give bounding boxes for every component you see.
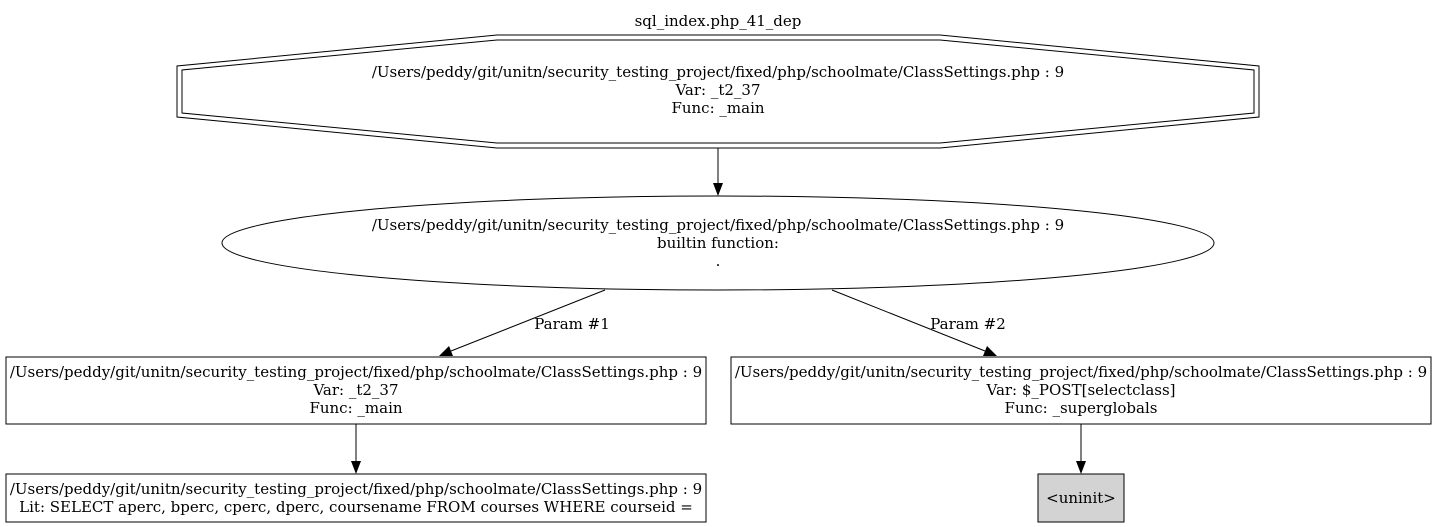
edge-root-to-builtin — [713, 148, 723, 196]
edge-arrowhead — [439, 346, 453, 356]
edge-arrowhead — [1076, 461, 1086, 474]
node-param-2-target-line-1: /Users/peddy/git/unitn/security_testing_… — [735, 363, 1427, 381]
node-param-2-target-line-2: Var: $_POST[selectclass] — [985, 381, 1175, 399]
edge-line — [450, 289, 606, 352]
node-literal[interactable]: /Users/peddy/git/unitn/security_testing_… — [5, 473, 707, 523]
edge-param-2-label: Param #2 — [930, 315, 1006, 333]
node-builtin-line-2: builtin function: — [657, 234, 779, 252]
node-param-1-target[interactable]: /Users/peddy/git/unitn/security_testing_… — [5, 356, 707, 425]
node-uninit[interactable]: <uninit> — [1037, 473, 1125, 523]
node-root[interactable]: /Users/peddy/git/unitn/security_testing_… — [176, 34, 1260, 149]
edge-arrowhead — [351, 461, 361, 474]
node-root-outer-border — [176, 34, 1260, 149]
node-builtin-line-1: /Users/peddy/git/unitn/security_testing_… — [372, 216, 1064, 234]
edge-param-2-target-to-uninit — [1076, 424, 1086, 474]
node-root-line-2: Var: _t2_37 — [674, 81, 760, 99]
node-param-1-target-line-1: /Users/peddy/git/unitn/security_testing_… — [10, 363, 702, 381]
node-param-1-target-line-3: Func: _main — [309, 399, 402, 417]
edge-param-1-label: Param #1 — [534, 315, 610, 333]
edge-arrowhead — [983, 346, 997, 356]
node-root-line-1: /Users/peddy/git/unitn/security_testing_… — [372, 63, 1064, 81]
node-literal-border — [5, 473, 707, 523]
edge-param-2: Param #2 — [831, 289, 1006, 356]
node-builtin-border — [221, 195, 1215, 291]
node-param-2-target[interactable]: /Users/peddy/git/unitn/security_testing_… — [730, 356, 1432, 425]
node-uninit-border — [1037, 473, 1125, 523]
graph-title: sql_index.php_41_dep — [635, 12, 802, 30]
node-builtin[interactable]: /Users/peddy/git/unitn/security_testing_… — [221, 195, 1215, 291]
node-literal-line-1: /Users/peddy/git/unitn/security_testing_… — [10, 480, 702, 498]
edge-arrowhead — [713, 183, 723, 196]
edge-param-1-target-to-literal — [351, 424, 361, 474]
node-root-line-3: Func: _main — [671, 99, 764, 117]
node-param-1-target-line-2: Var: _t2_37 — [312, 381, 398, 399]
node-root-inner-border — [181, 39, 1255, 144]
node-uninit-label: <uninit> — [1046, 489, 1116, 507]
edge-param-1: Param #1 — [439, 289, 610, 356]
edge-line — [831, 289, 986, 352]
node-builtin-line-3: . — [716, 252, 721, 270]
node-literal-line-2: Lit: SELECT aperc, bperc, cperc, dperc, … — [19, 498, 693, 516]
node-param-2-target-line-3: Func: _superglobals — [1005, 399, 1158, 417]
